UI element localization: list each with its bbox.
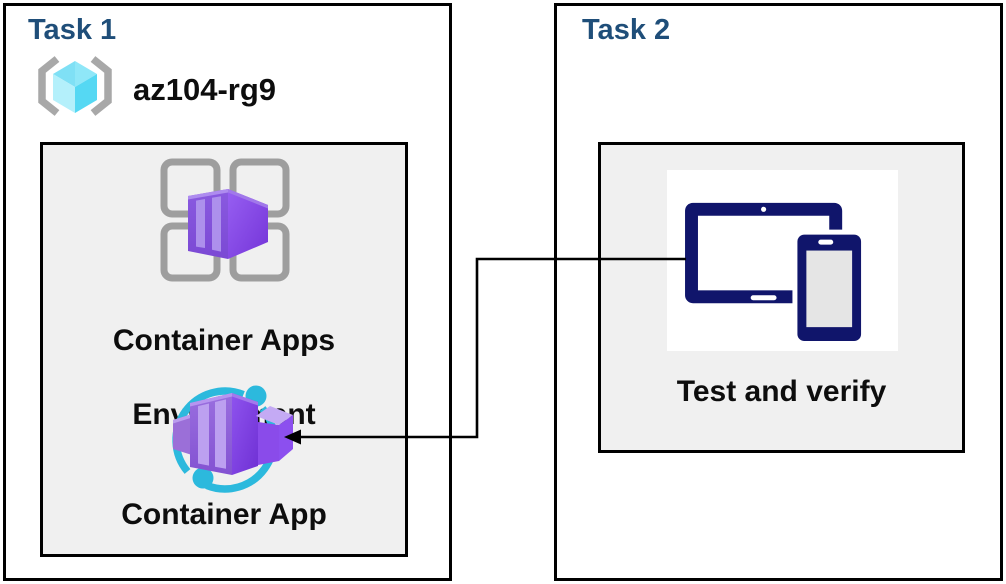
- resource-group-name: az104-rg9: [133, 72, 277, 107]
- device-plate: [667, 170, 898, 351]
- tablet-phone-icon: [685, 202, 867, 347]
- task2-panel: Test and verify: [598, 142, 965, 453]
- task2-title: Task 2: [582, 14, 671, 46]
- container-app-icon: [172, 385, 293, 493]
- test-and-verify-label: Test and verify: [676, 375, 887, 408]
- task1-title: Task 1: [28, 14, 117, 46]
- task1-box: Task 1 az104-rg9: [3, 3, 452, 581]
- resource-group-icon: [38, 56, 112, 116]
- container-app-label: Container App: [121, 498, 327, 531]
- environment-label-line1: Container Apps: [112, 324, 336, 357]
- task2-box: Task 2 Test and verify: [554, 3, 1003, 581]
- container-apps-environment-icon: [160, 158, 290, 282]
- task1-panel: Container Apps Environment: [40, 142, 408, 557]
